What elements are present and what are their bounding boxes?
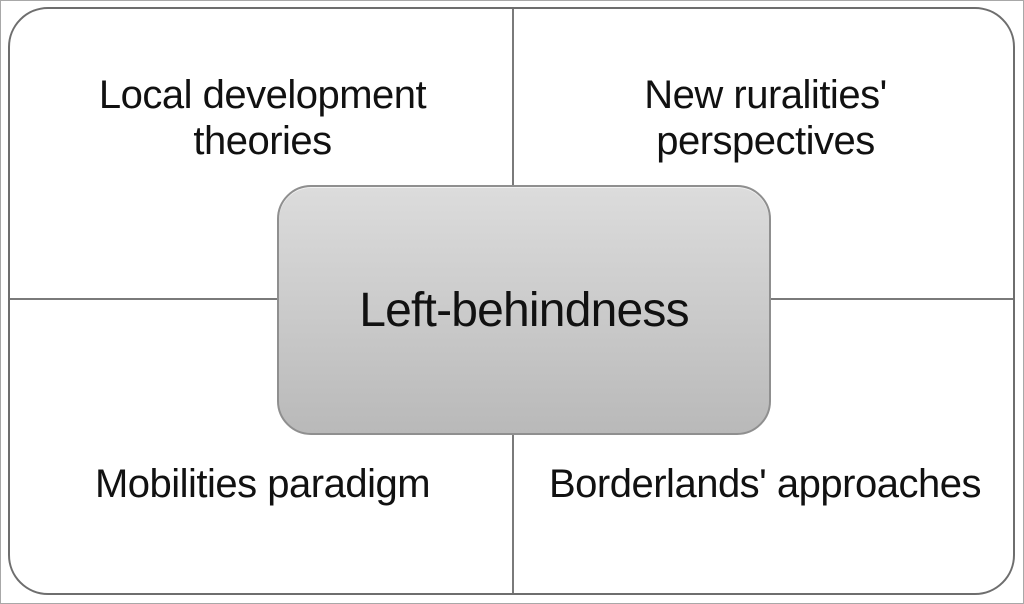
quadrant-top-right-label: New ruralities' perspectives — [644, 73, 887, 163]
quadrant-bottom-right-label: Borderlands' approaches — [549, 462, 981, 506]
quadrant-bottom-left-label: Mobilities paradigm — [94, 462, 431, 506]
outer-rounded-box: Local development theories New ruralitie… — [8, 7, 1015, 595]
center-box: Left-behindness — [277, 185, 771, 435]
center-label: Left-behindness — [359, 283, 689, 337]
quadrant-top-left-label: Local development theories — [98, 73, 427, 163]
